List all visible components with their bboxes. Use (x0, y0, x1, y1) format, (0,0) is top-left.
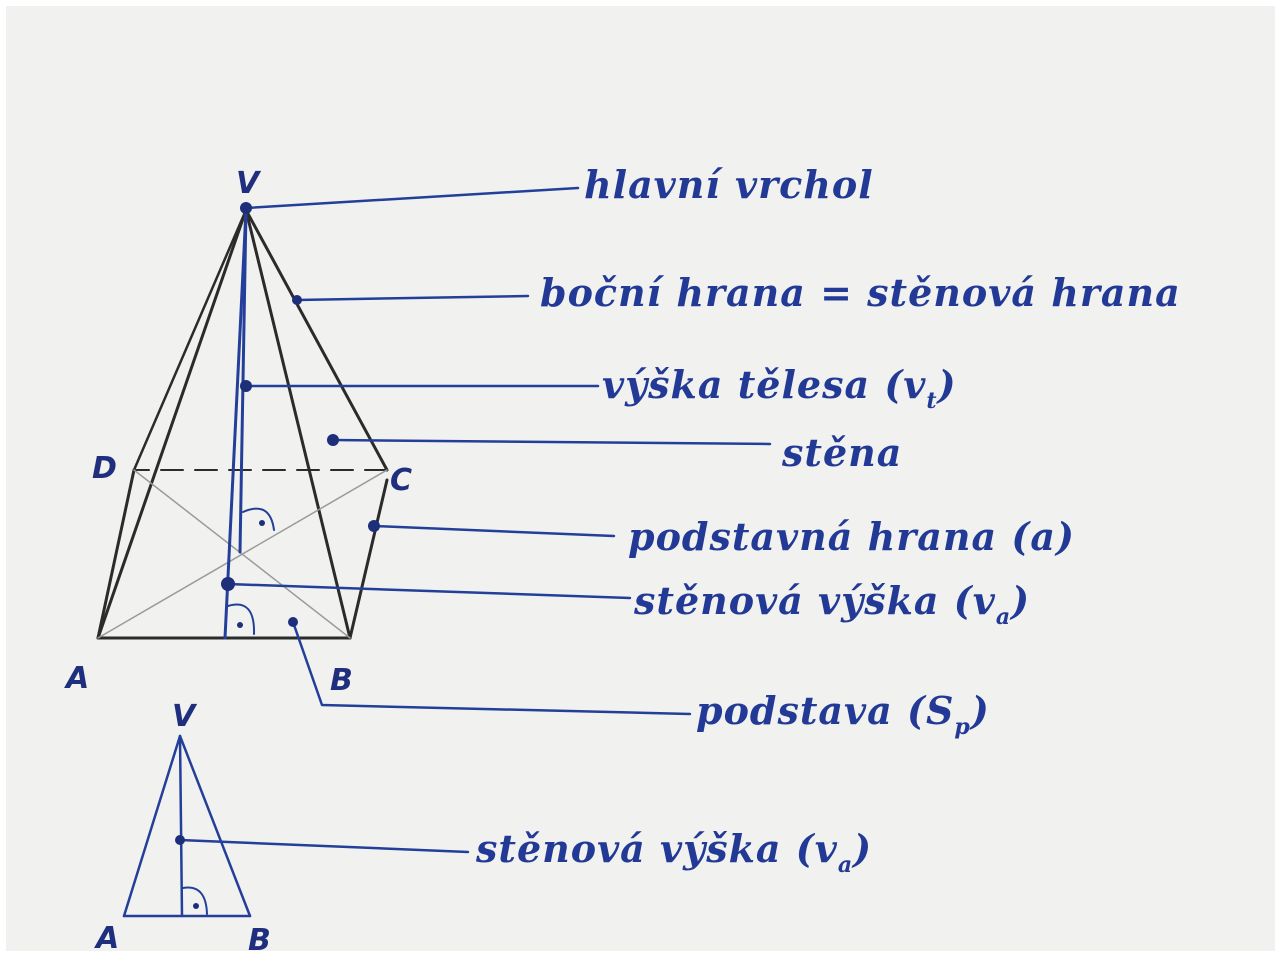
label-base-close: ) (969, 688, 990, 733)
lateral-edge-va (96, 208, 248, 640)
leader-base-edge (372, 524, 616, 538)
paper-background (6, 6, 1275, 951)
right-angle-mark-body (242, 507, 275, 531)
leader-base (291, 620, 692, 716)
vertex-label-a: A (64, 661, 89, 696)
dot-face-height (221, 577, 235, 591)
base-diagonal-bd (133, 469, 351, 639)
paper-bottom-edge (0, 951, 1281, 957)
label-face: stěna (781, 430, 902, 475)
label-base-sub: p (954, 714, 970, 740)
triangle-vertex-a: A (94, 921, 119, 956)
label-base-text: podstava (S (696, 688, 954, 733)
vertex-label-d: D (92, 451, 117, 486)
dot-body-height (240, 380, 252, 392)
triangle-figure: V A B stěnová výška (va) (94, 699, 872, 957)
right-angle-dot-body (259, 520, 265, 526)
triangle-height-label-text: stěnová výška (v (475, 826, 838, 871)
triangle-right-angle-mark (182, 886, 208, 915)
lateral-edge-vc (244, 208, 389, 472)
leader-lateral-edge (295, 294, 530, 302)
face-height-line (223, 208, 248, 640)
triangle-dot-height (175, 835, 185, 845)
triangle-vertex-v: V (172, 699, 198, 734)
label-face-height-close: ) (1009, 578, 1030, 623)
vertex-label-c: C (390, 463, 412, 498)
label-body-height-text: výška tělesa (v (602, 362, 926, 407)
label-apex: hlavní vrchol (584, 162, 874, 207)
label-base: podstava (Sp) (696, 688, 990, 740)
label-face-height: stěnová výška (va) (633, 578, 1030, 630)
dot-face (327, 434, 339, 446)
handwritten-labels: hlavní vrchol boční hrana = stěnová hran… (540, 162, 1181, 740)
triangle-vertex-b: B (248, 923, 271, 957)
triangle-side-vb (178, 734, 252, 918)
leader-face-height (226, 582, 632, 600)
label-face-height-text: stěnová výška (v (633, 578, 996, 623)
dot-base-edge (368, 520, 380, 532)
label-base-edge: podstavná hrana (a) (628, 514, 1075, 559)
triangle-height-label: stěnová výška (va) (475, 826, 872, 878)
vertex-label-b: B (330, 663, 353, 698)
triangle-height-label-close: ) (851, 826, 872, 871)
dot-lateral-edge (292, 295, 302, 305)
vertex-label-v: V (236, 166, 262, 201)
lateral-edge-vd (132, 208, 248, 472)
right-angle-dot-face (237, 622, 243, 628)
leader-apex (244, 186, 580, 210)
leader-face (331, 438, 772, 446)
base-edge-da (96, 468, 136, 640)
triangle-height-label-sub: a (838, 852, 853, 878)
base-edge-bc (348, 478, 389, 640)
right-angle-mark-face (227, 603, 256, 635)
lateral-edge-vb (244, 208, 352, 640)
label-face-height-sub: a (996, 604, 1011, 630)
label-body-height: výška tělesa (vt) (602, 362, 957, 414)
triangle-side-va (122, 734, 182, 918)
dot-base (288, 617, 298, 627)
triangle-right-angle-dot (193, 903, 199, 909)
leader-lines (221, 186, 772, 716)
dot-apex (240, 202, 252, 214)
label-body-height-sub: t (926, 388, 937, 414)
label-body-height-close: ) (936, 362, 957, 407)
triangle-leader (178, 838, 470, 854)
triangle-height (178, 734, 184, 918)
paper-right-edge (1275, 0, 1281, 957)
label-lateral-edge: boční hrana = stěnová hrana (540, 270, 1181, 315)
